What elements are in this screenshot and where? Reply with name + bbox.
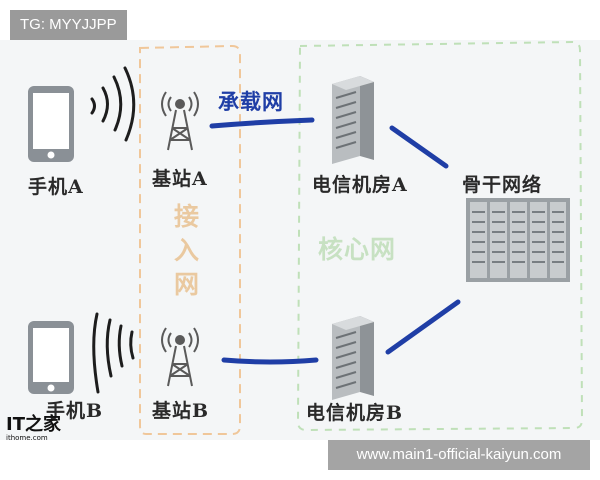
label-station-b: 基站B <box>152 400 210 422</box>
backbone-rack-icon <box>466 198 570 282</box>
label-phone-a: 手机A <box>28 176 84 198</box>
link-station-b-to-room-b <box>221 357 319 365</box>
phone-a-icon <box>28 86 74 162</box>
tower-b-icon <box>161 327 199 387</box>
label-backbone: 骨干网络 <box>462 174 543 196</box>
label-telecom-room-b: 电信机房B <box>306 402 404 424</box>
label-bearer-network: 承载网 <box>218 89 284 114</box>
link-station-a-to-room-a <box>209 117 315 129</box>
label-core-network: 核心网 <box>318 235 397 264</box>
logo-small-text: ithome.com <box>6 434 48 442</box>
phone-b-icon <box>28 321 74 394</box>
server-b-icon <box>332 316 374 400</box>
label-station-a: 基站A <box>152 168 208 190</box>
core-network-border <box>296 40 584 432</box>
tower-a-icon <box>161 91 199 151</box>
access-network-border <box>139 44 241 435</box>
signal-waves-b <box>92 312 135 394</box>
watermark-tag: TG: MYYJJPP <box>10 10 127 40</box>
label-phone-b: 手机B <box>46 400 104 422</box>
blue-links <box>209 117 461 365</box>
signal-waves-a <box>90 66 136 142</box>
watermark-url: www.main1-official-kaiyun.com <box>328 440 590 470</box>
logo-text: IT之家 <box>6 414 61 435</box>
label-telecom-room-a: 电信机房A <box>312 174 408 196</box>
label-access-network: 接入网 <box>174 202 201 299</box>
ithome-logo: IT之家 ithome.com <box>6 410 61 442</box>
link-room-a-to-backbone <box>389 125 449 169</box>
server-a-icon <box>332 76 374 164</box>
link-room-b-to-backbone <box>385 299 461 355</box>
